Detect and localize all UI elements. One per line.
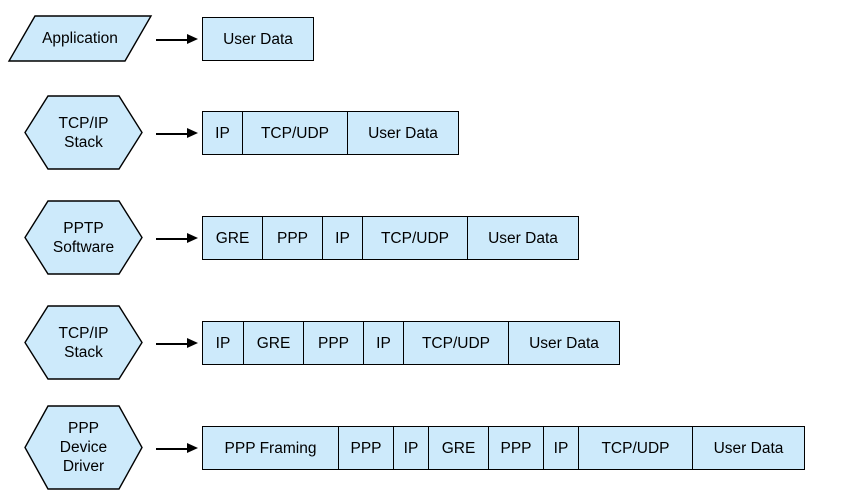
packet-field: PPP [263, 217, 323, 259]
packet-field: User Data [488, 229, 558, 247]
packet-field: User Data [223, 30, 293, 48]
packet-field: IP [203, 322, 244, 364]
arrow-line [156, 448, 188, 450]
shape-outline-hexagon [24, 405, 143, 490]
arrow-line [156, 343, 188, 345]
packet-field: TCP/UDP [243, 112, 348, 154]
packet-field: IP [544, 427, 579, 469]
shape-outline-hexagon [24, 305, 143, 380]
right-arrow-icon [187, 128, 198, 139]
packet-field: TCP/UDP [404, 322, 509, 364]
flow-arrow-application [156, 34, 198, 45]
packet-field: PPP [489, 427, 544, 469]
packet-field: TCP/UDP [579, 427, 693, 469]
packet-field: GRE [244, 322, 304, 364]
flow-arrow-tcp-ip-stack-2 [156, 338, 198, 349]
shape-outline-hexagon [24, 95, 143, 170]
arrow-line [156, 39, 188, 41]
packet-field: PPP Framing [203, 427, 339, 469]
flow-arrow-pptp-software [156, 233, 198, 244]
packet-strip-application: User Data [202, 17, 314, 61]
packet-field: GRE [203, 217, 263, 259]
shape-outline-parallelogram [7, 15, 153, 62]
flow-arrow-ppp-device-driver [156, 443, 198, 454]
packet-field: IP [394, 427, 429, 469]
packet-field: IP [323, 217, 363, 259]
packet-field: PPP [304, 322, 364, 364]
packet-field: User Data [713, 439, 784, 457]
packet-field: TCP/UDP [363, 217, 468, 259]
packet-field: PPP [339, 427, 394, 469]
right-arrow-icon [187, 34, 198, 45]
packet-field: GRE [429, 427, 489, 469]
arrow-line [156, 238, 188, 240]
right-arrow-icon [187, 443, 198, 454]
packet-field: User Data [529, 334, 599, 352]
packet-field: User Data [368, 124, 438, 142]
flow-arrow-tcp-ip-stack-1 [156, 128, 198, 139]
shape-outline-hexagon [24, 200, 143, 275]
right-arrow-icon [187, 338, 198, 349]
right-arrow-icon [187, 233, 198, 244]
packet-field: IP [203, 112, 243, 154]
arrow-line [156, 133, 188, 135]
layer-shape-application: Application [7, 15, 153, 62]
packet-field: IP [364, 322, 404, 364]
